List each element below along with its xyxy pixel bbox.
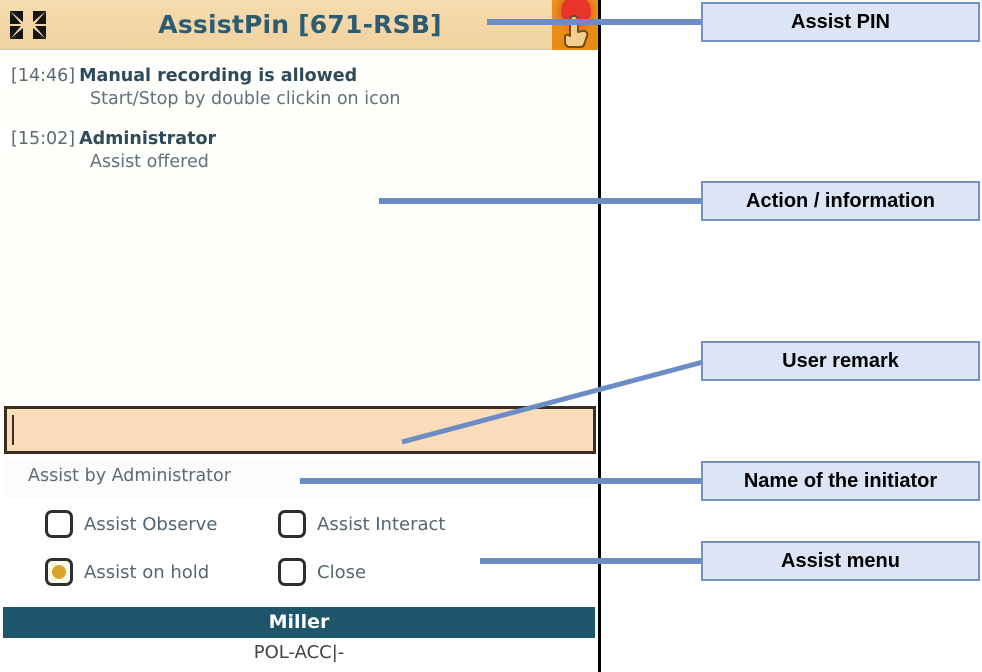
checkbox-label: Assist Observe	[84, 513, 218, 535]
checkbox-assist-on-hold[interactable]: Assist on hold	[45, 558, 209, 586]
log-entry-time: [15:02]	[11, 129, 76, 149]
checkbox-assist-interact[interactable]: Assist Interact	[278, 510, 445, 538]
window-titlebar: AssistPin [671-RSB]	[0, 0, 598, 50]
log-entry-header: [14:46]Manual recording is allowed	[11, 65, 585, 88]
log-entry-title: Manual recording is allowed	[79, 66, 358, 86]
checkbox-label: Close	[317, 561, 367, 583]
window-title: AssistPin [671-RSB]	[158, 10, 442, 39]
message-log[interactable]: [14:46]Manual recording is allowed Start…	[3, 51, 595, 399]
callout-name-of-the-initiator: Name of the initiator	[701, 461, 980, 501]
log-entry-time: [14:46]	[11, 66, 76, 86]
checkbox-box-icon-checked[interactable]	[45, 558, 73, 586]
checkbox-label: Assist on hold	[84, 561, 210, 583]
callout-user-remark: User remark	[701, 341, 980, 381]
initiator-bar: Assist by Administrator	[3, 458, 595, 498]
hand-cursor-icon	[564, 15, 589, 48]
checkbox-box-icon[interactable]	[278, 510, 306, 538]
assist-menu: Assist Observe Assist Interact Assist on…	[3, 500, 595, 605]
hand-record-icon[interactable]	[552, 0, 598, 50]
checkbox-assist-observe[interactable]: Assist Observe	[45, 510, 217, 538]
text-caret	[12, 415, 14, 445]
checkbox-box-icon[interactable]	[45, 510, 73, 538]
log-entry: [14:46]Manual recording is allowed Start…	[11, 65, 585, 111]
initiator-label: Assist by Administrator	[28, 466, 231, 486]
callout-assist-menu: Assist menu	[701, 541, 980, 581]
assist-pin-window: AssistPin [671-RSB] [14:46]Manual record…	[0, 0, 601, 672]
footer-subtitle: POL-ACC|-	[3, 638, 595, 672]
user-remark-input[interactable]	[4, 406, 596, 454]
log-entry-title: Administrator	[79, 129, 217, 149]
log-entry-detail: Start/Stop by double clickin on icon	[90, 89, 401, 109]
log-entry-header: [15:02]Administrator	[11, 128, 585, 151]
callout-action-information: Action / information	[701, 181, 980, 221]
checkbox-box-icon[interactable]	[278, 558, 306, 586]
log-entry-detail: Assist offered	[90, 152, 209, 172]
collapse-arrows-icon[interactable]	[8, 8, 48, 42]
callout-assist-pin: Assist PIN	[701, 2, 980, 42]
checkbox-close[interactable]: Close	[278, 558, 366, 586]
log-entry: [15:02]Administrator Assist offered	[11, 128, 585, 174]
checkbox-label: Assist Interact	[317, 513, 446, 535]
footer-user-name: Miller	[3, 607, 595, 638]
